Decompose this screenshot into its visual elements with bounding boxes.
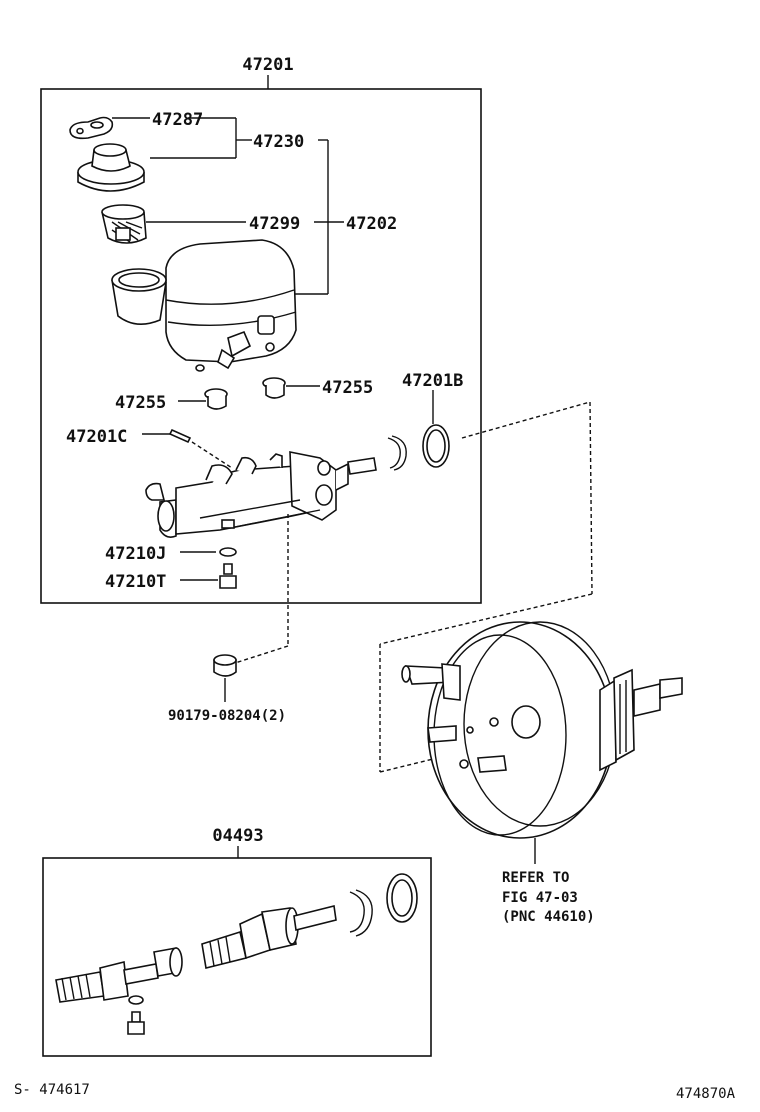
kit-box [42, 857, 432, 1057]
kit-oring-part [386, 873, 418, 923]
cap-part [77, 143, 145, 192]
oring-label[interactable]: 47201B [402, 371, 463, 391]
nut-part [213, 654, 237, 677]
assembly-label[interactable]: 47201 [242, 55, 293, 75]
master-cylinder-part [145, 451, 377, 538]
reservoir-label[interactable]: 47202 [346, 214, 397, 234]
nut-label[interactable]: 90179-08204(2) [168, 708, 286, 724]
reservoir-part [111, 239, 297, 372]
grommet-left-label[interactable]: 47255 [115, 393, 166, 413]
pin-label[interactable]: 47201C [66, 427, 127, 447]
grommet-right-label[interactable]: 47255 [322, 378, 373, 398]
assembly-box [40, 88, 482, 604]
pin-part [168, 428, 192, 444]
snap-ring-part [387, 435, 407, 471]
kit-snap-ring-part [349, 889, 373, 937]
bleeder-label[interactable]: 47210T [105, 572, 166, 592]
booster-note-line1: REFER TO [502, 870, 569, 886]
kit-bleeder-part [127, 1011, 145, 1035]
grommet-left-part [204, 388, 228, 410]
bleeder-part [219, 563, 237, 589]
strainer-label[interactable]: 47299 [249, 214, 300, 234]
gasket-small-part [219, 547, 237, 557]
grommet-right-part [262, 377, 286, 399]
footer-right: 474870A [676, 1086, 736, 1102]
kit-gasket-part [128, 995, 144, 1005]
cap-label[interactable]: 47230 [253, 132, 304, 152]
kit-label[interactable]: 04493 [212, 826, 263, 846]
gasket-label[interactable]: 47287 [152, 110, 203, 130]
gasket-small-label[interactable]: 47210J [105, 544, 166, 564]
kit-piston-primary-part [55, 947, 183, 1003]
gasket-part [69, 116, 114, 140]
oring-part [422, 424, 450, 468]
booster-note-line2: FIG 47-03 [502, 890, 578, 906]
kit-piston-secondary-part [201, 905, 337, 969]
booster-part [401, 621, 683, 839]
booster-note-line3: (PNC 44610) [502, 909, 595, 925]
strainer-part [101, 204, 147, 244]
footer-left: S- 474617 [14, 1082, 90, 1098]
